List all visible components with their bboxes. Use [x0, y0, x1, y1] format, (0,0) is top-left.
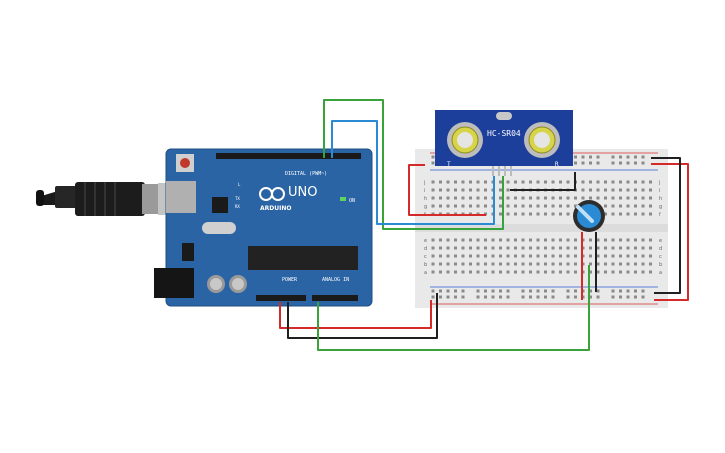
board-model: UNO: [288, 185, 317, 200]
sensor-pin[interactable]: [498, 166, 500, 176]
power-header[interactable]: [256, 295, 306, 301]
row-letter: j: [423, 180, 425, 186]
usb-cable-icon[interactable]: [36, 182, 174, 216]
wire-black-gnd: [287, 293, 438, 339]
row-letter: h: [659, 196, 662, 202]
row-letter: i: [659, 188, 660, 194]
wire-red-sensor: [408, 164, 486, 216]
row-letter: c: [424, 254, 427, 260]
board-logo-text: ARDUINO: [260, 205, 291, 212]
row-letter: b: [659, 262, 662, 268]
arduino-logo-icon: [259, 187, 285, 201]
row-letter: b: [424, 262, 427, 268]
sensor-right-mark: R: [555, 161, 559, 168]
analog-label: ANALOG IN: [322, 277, 349, 283]
row-letter: e: [659, 238, 662, 244]
tx-label: TX: [235, 196, 240, 201]
sensor-label: HC-SR04: [487, 129, 521, 138]
wire-black-sensor: [510, 172, 576, 191]
on-label: ON: [349, 198, 355, 204]
row-letter: d: [659, 246, 662, 252]
wire-blue-trig: [331, 120, 495, 225]
wire-green-a0: [317, 265, 590, 351]
sensor-pin[interactable]: [504, 166, 506, 176]
row-letter: g: [424, 204, 427, 210]
wire-red-5v: [279, 300, 432, 329]
sensor-pin[interactable]: [492, 166, 494, 176]
row-letter: g: [659, 204, 662, 210]
power-label: POWER: [282, 277, 298, 283]
row-letter: h: [424, 196, 427, 202]
digital-label: DIGITAL (PWM~): [285, 171, 327, 177]
digital-header[interactable]: [216, 153, 361, 159]
row-letter: i: [424, 188, 425, 194]
rx-label: RX: [235, 204, 240, 209]
atmega-chip: [248, 246, 358, 270]
row-letter: a: [659, 270, 662, 276]
row-letter: e: [424, 238, 427, 244]
l-label: L: [238, 182, 241, 187]
arduino-board[interactable]: ARDUINO UNO DIGITAL (PWM~) ON TX RX L PO…: [154, 148, 373, 307]
wire-black-rail: [651, 157, 681, 294]
wire-green-echo: [323, 99, 504, 230]
row-letter: j: [658, 180, 660, 186]
analog-header[interactable]: [312, 295, 358, 301]
wire-red-rail: [651, 163, 689, 301]
wires[interactable]: [279, 99, 689, 351]
row-letter: a: [424, 270, 427, 276]
sensor-pin[interactable]: [510, 166, 512, 176]
row-letter: f: [659, 212, 661, 218]
potentiometer-icon[interactable]: [573, 200, 605, 232]
ultrasonic-sensor-icon[interactable]: HC-SR04 T R: [435, 110, 573, 176]
row-letter: d: [424, 246, 427, 252]
sensor-left-mark: T: [447, 161, 451, 168]
row-letter: c: [659, 254, 662, 260]
